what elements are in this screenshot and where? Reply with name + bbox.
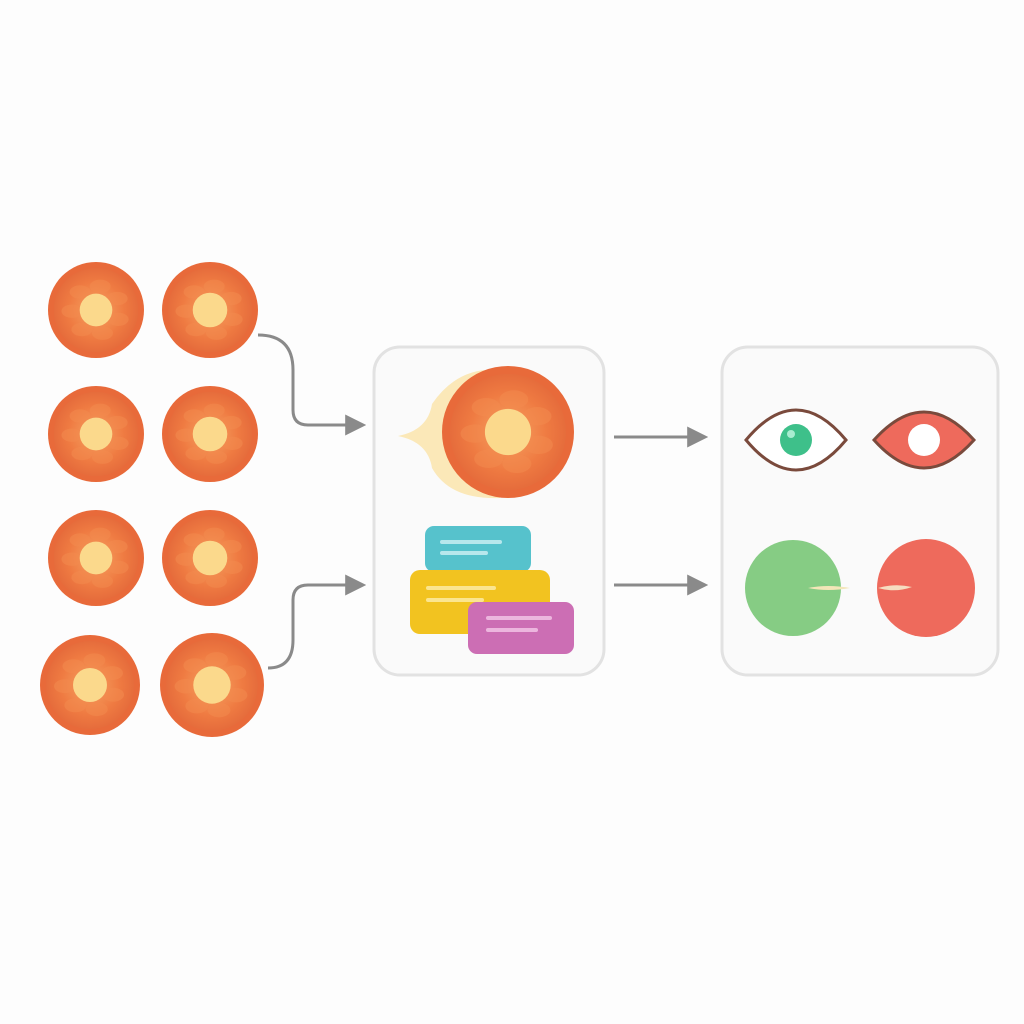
- connector-arrow-bottom: [267, 574, 367, 670]
- optic-disc: [79, 417, 113, 451]
- optic-disc: [192, 540, 228, 576]
- feature-card-pink: [468, 602, 574, 654]
- diseased-circle: [877, 539, 975, 637]
- optic-disc: [193, 666, 231, 704]
- fundus-image: [162, 386, 258, 482]
- optic-disc: [79, 293, 113, 327]
- optic-disc: [73, 668, 107, 702]
- optic-disc: [192, 416, 228, 452]
- fundus-image-highlighted: [442, 366, 574, 498]
- fundus-image: [48, 386, 144, 482]
- connector-arrow-top: [257, 333, 367, 436]
- healthy-circle: [745, 540, 850, 636]
- diseased-eye-icon: [871, 410, 977, 470]
- fundus-image: [162, 510, 258, 606]
- fundus-image: [160, 633, 264, 737]
- feature-panel: [372, 345, 606, 677]
- input-fundus-grid: [40, 262, 264, 737]
- optic-disc: [192, 292, 228, 328]
- fundus-image: [162, 262, 258, 358]
- feature-card-teal: [425, 526, 531, 572]
- feature-card-stack: [410, 526, 574, 654]
- highlighted-fundus-image: [442, 366, 574, 498]
- healthy-eye-icon: [744, 408, 848, 472]
- fundus-image: [40, 635, 140, 735]
- optic-disc: [484, 408, 532, 456]
- optic-disc: [79, 541, 113, 575]
- output-panel: [720, 345, 1000, 677]
- fundus-image: [48, 510, 144, 606]
- fundus-image: [48, 262, 144, 358]
